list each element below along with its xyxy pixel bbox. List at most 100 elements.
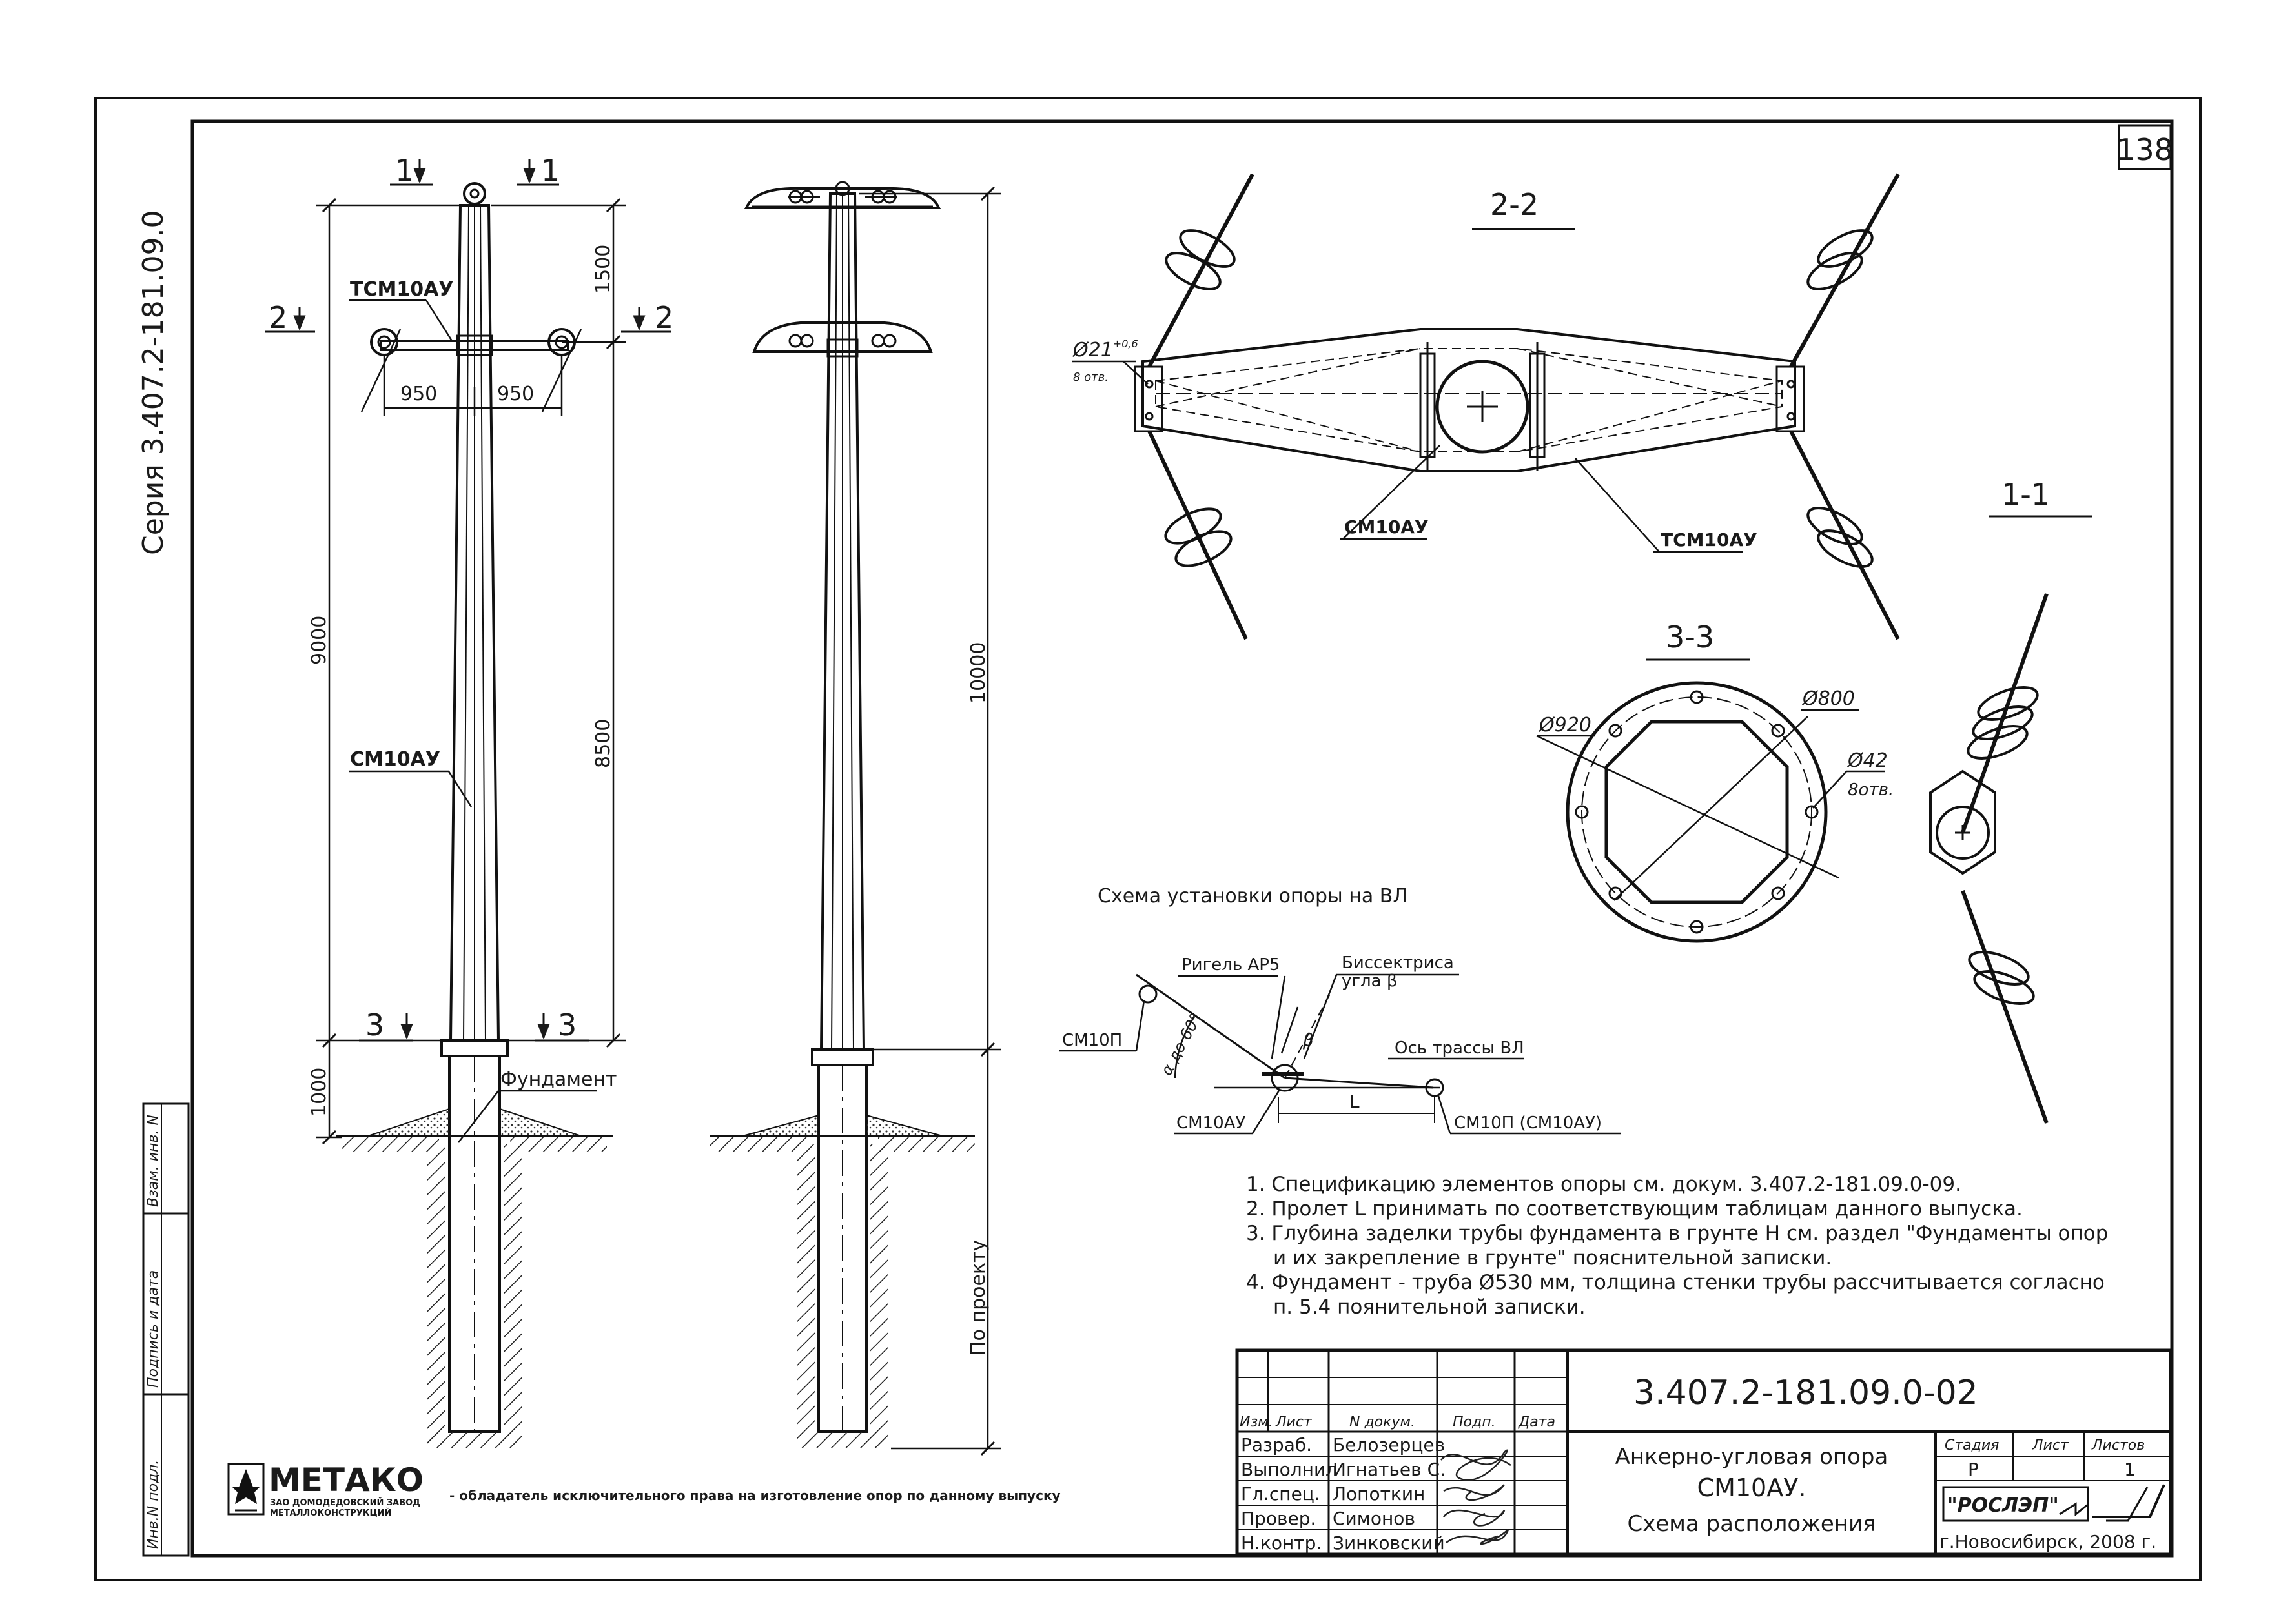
side-label-signature: Подпись и дата xyxy=(145,1270,161,1388)
note-4-cont: п. 5.4 поянительной записки. xyxy=(1273,1295,1586,1319)
tb-role-3: Провер. xyxy=(1241,1508,1316,1529)
tb-title-1: Анкерно-угловая опора xyxy=(1615,1444,1888,1470)
scheme-sm10p-right: СМ10П (СМ10АУ) xyxy=(1454,1113,1602,1133)
scheme-bisector: Биссектриса xyxy=(1342,953,1454,973)
foundation-label: Фундамент xyxy=(500,1068,617,1091)
title-section-33: 3-3 xyxy=(1666,620,1714,655)
note-4: 4. Фундамент - труба Ø530 мм, толщина ст… xyxy=(1246,1271,2105,1294)
signatures xyxy=(1440,1449,1511,1545)
hole-dia-label: Ø21+0,6 xyxy=(1072,338,1138,361)
dim-10000: 10000 xyxy=(967,642,990,704)
diameter-42: Ø42 xyxy=(1846,749,1888,772)
inner-frame xyxy=(190,119,2174,1558)
metako-logo xyxy=(227,1463,265,1516)
scheme-angle: α до 60° xyxy=(1158,1010,1205,1079)
tb-header-izm: Изм. xyxy=(1240,1414,1273,1430)
section-3-right: 3 xyxy=(558,1008,577,1042)
note-1: 1. Спецификацию элементов опоры см. доку… xyxy=(1246,1173,1961,1196)
tb-stage-label: Стадия xyxy=(1945,1437,1999,1454)
title-block-grid xyxy=(1235,1348,2173,1556)
tb-name-4: Зинковский xyxy=(1333,1532,1445,1554)
section-1-left: 1 xyxy=(395,153,414,188)
page-number-box xyxy=(2118,124,2172,170)
tb-title-3: Схема расположения xyxy=(1627,1511,1876,1537)
scheme-span: L xyxy=(1349,1091,1360,1112)
metako-name: МЕТАКО xyxy=(269,1461,424,1499)
side-stamp: Инв.N подл. Подпись и дата Взам. инв. N xyxy=(142,1102,190,1557)
dim-9000: 9000 xyxy=(308,616,331,665)
doc-code: 3.407.2-181.09.0-02 xyxy=(1633,1374,1978,1412)
pole-label-front: СМ10АУ xyxy=(350,748,440,771)
tb-role-1: Выполнил xyxy=(1241,1459,1337,1480)
scheme-title: Схема установки опоры на ВЛ xyxy=(1098,885,1407,908)
note-2: 2. Пролет L принимать по соответствующим… xyxy=(1246,1197,2023,1221)
tb-stage-value: Р xyxy=(1968,1459,1979,1480)
org-logo xyxy=(1942,1484,2165,1522)
pole-label-22: СМ10АУ xyxy=(1344,516,1429,538)
dimension-lines-side xyxy=(859,186,1001,1456)
scheme-beta: β xyxy=(1302,1031,1314,1050)
title-section-11: 1-1 xyxy=(2001,477,2050,512)
section-22-view xyxy=(1072,173,1900,640)
tb-header-sign: Подп. xyxy=(1453,1414,1496,1430)
tb-title-2: СМ10АУ. xyxy=(1697,1474,1806,1502)
leaders-front xyxy=(349,299,597,1143)
pole-side-view xyxy=(710,181,975,1448)
dim-8500: 8500 xyxy=(592,719,615,768)
scheme-diagram xyxy=(1059,973,1621,1135)
diameter-800: Ø800 xyxy=(1801,687,1855,710)
section-3-left: 3 xyxy=(365,1008,384,1042)
dim-950-right: 950 xyxy=(497,383,534,405)
tb-name-2: Лопоткин xyxy=(1333,1483,1425,1505)
side-label-vzam: Взам. инв. N xyxy=(145,1115,161,1207)
tb-header-doc: N докум. xyxy=(1349,1414,1415,1430)
scheme-sm10p-left: СМ10П xyxy=(1062,1031,1122,1050)
scheme-rigel: Ригель АР5 xyxy=(1181,955,1280,975)
hole-count: 8 отв. xyxy=(1073,370,1109,384)
dim-1500: 1500 xyxy=(592,245,615,294)
tb-name-0: Белозерцев xyxy=(1333,1434,1445,1456)
tb-org: "РОСЛЭП" xyxy=(1947,1494,2059,1517)
pole-front-view xyxy=(336,182,613,1448)
tb-city: г.Новосибирск, 2008 г. xyxy=(1939,1531,2156,1552)
series-label: Серия 3.407.2-181.09.0 xyxy=(137,210,170,555)
scheme-bisector-angle: угла β xyxy=(1342,971,1397,991)
outer-frame xyxy=(94,97,2202,1581)
metako-tagline: - обладатель исключительного права на из… xyxy=(449,1488,1061,1503)
tb-name-1: Игнатьев С. xyxy=(1333,1459,1446,1480)
section-11-view xyxy=(1929,593,2049,1124)
section-1-right: 1 xyxy=(541,153,560,188)
note-3: 3. Глубина заделки трубы фундамента в гр… xyxy=(1246,1222,2109,1245)
section-2-right: 2 xyxy=(655,300,673,335)
traverse-label-22: ТСМ10АУ xyxy=(1661,529,1757,551)
dimension-lines-front xyxy=(316,204,626,1139)
page-number: 138 xyxy=(2116,132,2173,167)
metako-sub1: ЗАО ДОМОДЕДОВСКИЙ ЗАВОД xyxy=(270,1497,420,1508)
tb-sheets-value: 1 xyxy=(2124,1459,2136,1480)
tb-role-4: Н.контр. xyxy=(1241,1532,1322,1554)
dim-1000: 1000 xyxy=(308,1068,331,1117)
dim-by-project: По проекту xyxy=(967,1240,990,1355)
tb-role-2: Гл.спец. xyxy=(1241,1483,1320,1505)
side-label-inv-podl: Инв.N подл. xyxy=(145,1460,161,1549)
tb-header-list: Лист xyxy=(1275,1414,1313,1430)
traverse-label-front: ТСМ10АУ xyxy=(350,278,453,301)
title-section-22: 2-2 xyxy=(1490,187,1539,222)
section-33-flange xyxy=(1536,681,1885,943)
section-2-left: 2 xyxy=(269,300,287,335)
dimension-ticks-front xyxy=(322,198,621,1145)
tb-header-date: Дата xyxy=(1518,1414,1555,1430)
scheme-sm10au: СМ10АУ xyxy=(1176,1113,1245,1133)
hole-dia: Ø21 xyxy=(1072,339,1113,361)
tb-sheet-label: Лист xyxy=(2032,1437,2069,1454)
diameter-42-count: 8отв. xyxy=(1848,780,1894,800)
note-3-cont: и их закрепление в грунте" пояснительной… xyxy=(1273,1246,1832,1270)
hole-tolerance: +0,6 xyxy=(1113,338,1138,350)
dim-950-left: 950 xyxy=(400,383,437,405)
diameter-920: Ø920 xyxy=(1538,714,1591,736)
tb-role-0: Разраб. xyxy=(1241,1434,1312,1456)
scheme-axis: Ось трассы ВЛ xyxy=(1395,1039,1524,1058)
metako-sub2: МЕТАЛЛОКОНСТРУКЦИЙ xyxy=(270,1508,391,1518)
tb-sheets-label: Листов xyxy=(2091,1437,2145,1454)
